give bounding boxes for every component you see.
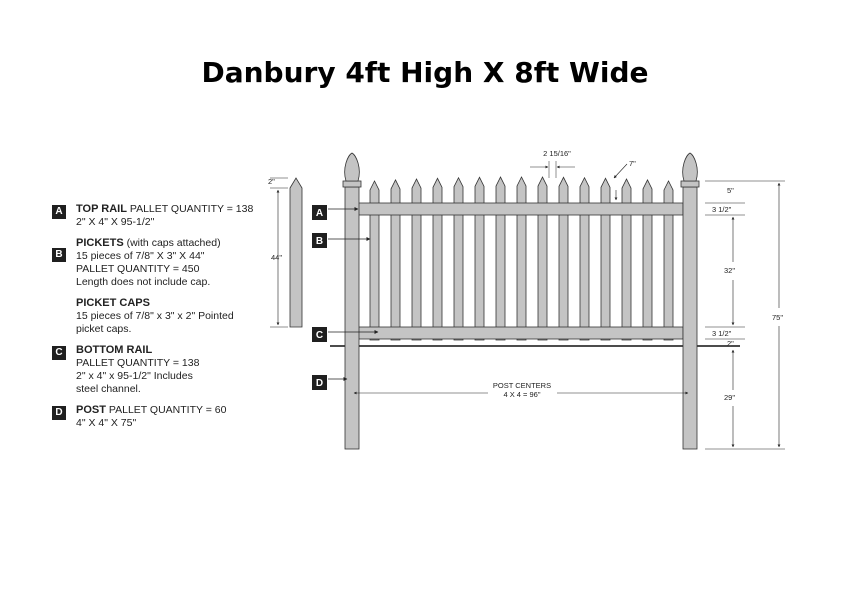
legend-item-bottom-rail: C BOTTOM RAIL PALLET QUANTITY = 138 2" x… xyxy=(52,344,292,396)
right-post xyxy=(680,152,700,450)
legend-badge: B xyxy=(52,248,66,262)
single-picket xyxy=(289,177,303,328)
legend-label: BOTTOM RAIL xyxy=(76,344,153,356)
top-rail xyxy=(356,202,684,216)
fence-picket xyxy=(558,176,569,341)
picket-spacing-text: 2 15/16" xyxy=(543,149,571,158)
page-title: Danbury 4ft High X 8ft Wide xyxy=(201,56,649,89)
callout-c-label: C xyxy=(316,330,323,341)
dim-bottom-rail: 3 1/2" xyxy=(712,329,732,338)
legend-line: PALLET QUANTITY = 450 xyxy=(76,263,200,275)
fence-picket xyxy=(537,176,548,341)
callout-a-label: A xyxy=(316,208,323,219)
legend-badge: D xyxy=(52,406,66,420)
legend-badge: A xyxy=(52,205,66,219)
fence-picket xyxy=(663,180,674,341)
fence-picket xyxy=(453,176,464,341)
angle-text: 7" xyxy=(629,159,636,168)
callout-a: A xyxy=(312,205,359,220)
callout-d: D xyxy=(312,375,348,390)
angle-dim: 7" xyxy=(613,159,636,201)
fence-picket xyxy=(642,179,653,341)
post-centers-label: POST CENTERS xyxy=(493,381,551,390)
fence-picket xyxy=(474,176,485,341)
post-centers-dim: POST CENTERS 4 X 4 = 96" xyxy=(353,381,689,399)
legend-badge: C xyxy=(52,346,66,360)
fence-picket xyxy=(600,177,611,341)
legend-line: 2" X 4" X 95-1/2" xyxy=(76,216,155,228)
callout-d-label: D xyxy=(316,378,323,389)
picket-length-dim: 44" xyxy=(271,253,282,262)
legend-label: POST xyxy=(76,404,106,416)
height-dimensions: 5" 3 1/2" 32" 3 1/2" 2" 29" 75" xyxy=(705,180,785,450)
fence-picket xyxy=(369,180,380,341)
legend-item-post: D POST PALLET QUANTITY = 60 4" X 4" X 75… xyxy=(52,404,292,430)
legend-suffix: PALLET QUANTITY = 138 xyxy=(126,203,254,215)
fence-picket xyxy=(411,178,422,341)
dim-ground: 29" xyxy=(724,393,735,402)
dim-middle: 32" xyxy=(724,266,735,275)
dim-below-rail: 2" xyxy=(727,339,734,348)
legend-item-picket-caps: PICKET CAPS 15 pieces of 7/8" x 3" x 2" … xyxy=(52,297,292,336)
dim-overall: 75" xyxy=(772,313,783,322)
fence-picket xyxy=(516,176,527,341)
legend-line: Length does not include cap. xyxy=(76,276,211,288)
legend-line: 2" x 4" x 95-1/2" Includes xyxy=(76,370,193,382)
legend-line: 15 pieces of 7/8" X 3" X 44" xyxy=(76,250,205,262)
fence-picket xyxy=(621,178,632,341)
callout-b: B xyxy=(312,233,371,248)
picket-cap-dim: 2" xyxy=(268,177,275,186)
fence-picket xyxy=(432,177,443,341)
fence-picket xyxy=(579,176,590,341)
legend-label: PICKET CAPS xyxy=(76,297,150,309)
legend-line: picket caps. xyxy=(76,323,132,335)
callout-c: C xyxy=(312,327,379,342)
legend-suffix: PALLET QUANTITY = 60 xyxy=(105,404,227,416)
dim-top-gap: 5" xyxy=(727,186,734,195)
legend-line: steel channel. xyxy=(76,383,141,395)
post-centers-value: 4 X 4 = 96" xyxy=(503,390,540,399)
parts-legend: A TOP RAIL PALLET QUANTITY = 138 2" X 4"… xyxy=(52,203,292,438)
legend-line: 15 pieces of 7/8" x 3" x 2" Pointed xyxy=(76,310,234,322)
legend-label: PICKETS xyxy=(76,237,124,249)
legend-line: 4" X 4" X 75" xyxy=(76,417,137,429)
legend-item-top-rail: A TOP RAIL PALLET QUANTITY = 138 2" X 4"… xyxy=(52,203,292,229)
fence-picket xyxy=(495,176,506,341)
legend-label: TOP RAIL xyxy=(76,203,127,215)
dim-top-rail: 3 1/2" xyxy=(712,205,732,214)
picket-spacing-dim: 2 15/16" xyxy=(530,149,575,178)
legend-suffix: (with caps attached) xyxy=(123,237,221,249)
fence-picket xyxy=(390,179,401,341)
fence-pickets xyxy=(369,176,674,341)
legend-line: PALLET QUANTITY = 138 xyxy=(76,357,200,369)
picket-dimension: 2" 44" xyxy=(268,177,288,328)
left-post xyxy=(342,152,362,450)
callout-b-label: B xyxy=(316,236,323,247)
legend-item-pickets: B PICKETS (with caps attached) 15 pieces… xyxy=(52,237,292,289)
bottom-rail xyxy=(356,326,684,340)
